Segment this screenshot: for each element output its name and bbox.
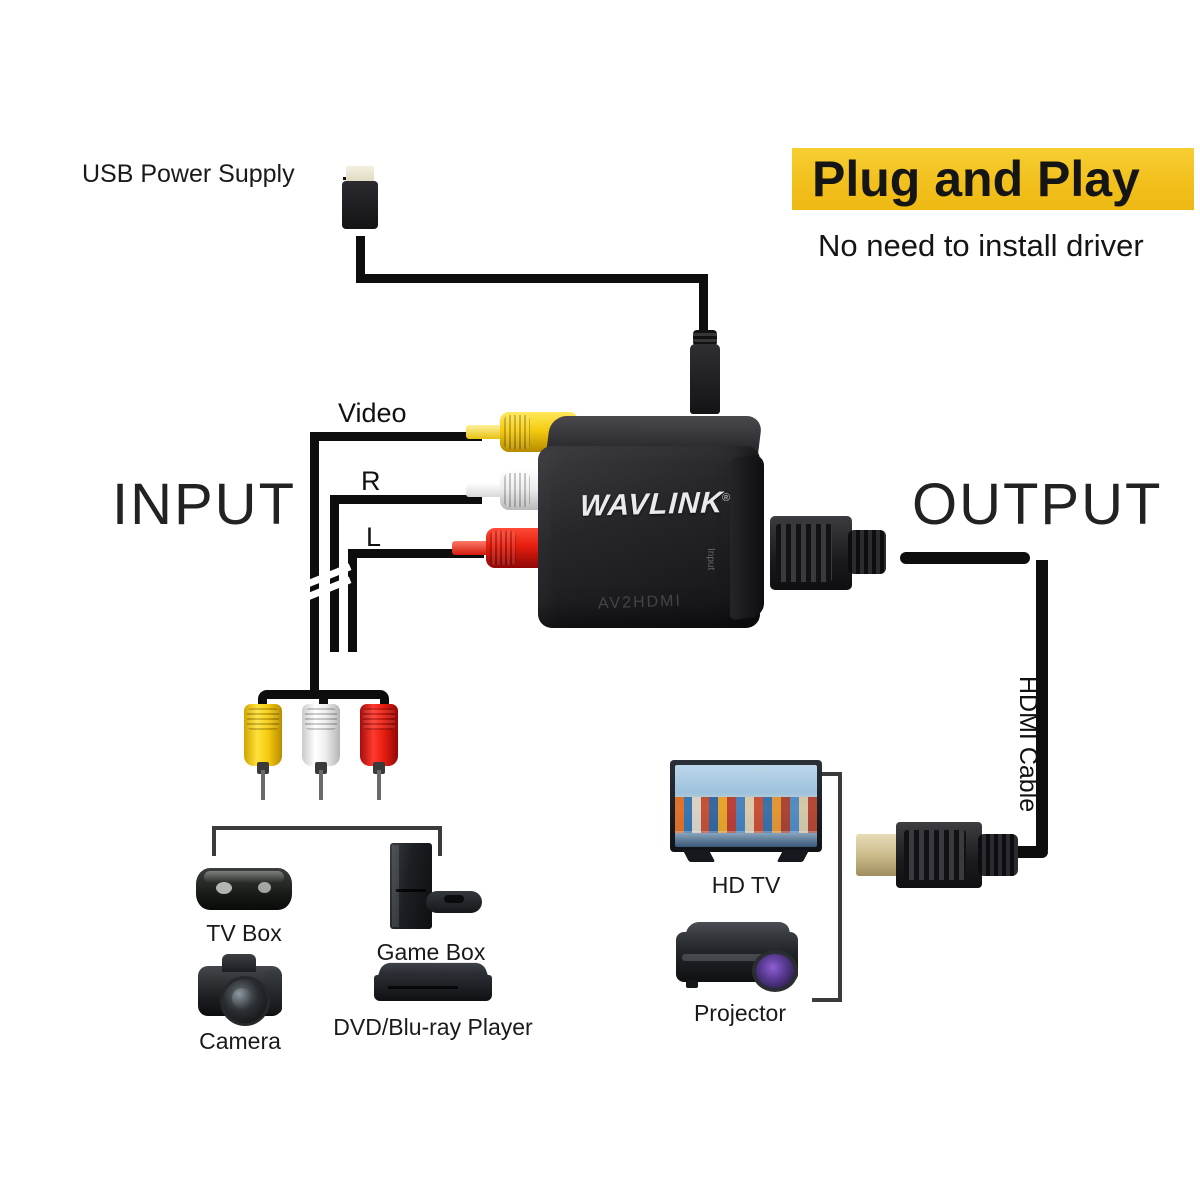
plug-and-play-subtitle: No need to install driver: [818, 228, 1144, 263]
hd-tv-icon: [670, 760, 822, 868]
device-label-tv-box: TV Box: [206, 920, 282, 946]
input-title: INPUT: [112, 472, 296, 537]
camera-icon: [192, 952, 288, 1026]
device-camera: Camera: [180, 952, 300, 1055]
av-to-hdmi-converter: WAVLINK ® Input AV2HDMI: [530, 416, 768, 636]
usb-cable-segment-horizontal: [356, 274, 708, 283]
device-label-hd-tv: HD TV: [711, 872, 781, 898]
tv-box-icon: [196, 862, 292, 914]
device-label-camera: Camera: [199, 1028, 281, 1054]
micro-usb-connector-icon: [690, 330, 720, 422]
converter-brand-label: WAVLINK: [579, 486, 724, 523]
converter-front-face: [538, 446, 760, 628]
plug-and-play-title: Plug and Play: [812, 151, 1140, 207]
input-bracket-left-tick: [212, 826, 216, 856]
device-hd-tv: HD TV: [670, 760, 822, 899]
cable-branch-middle-drop: [319, 690, 328, 716]
device-dvd-player: DVD/Blu-ray Player: [330, 962, 536, 1041]
rca-plug-red-input: [360, 704, 398, 800]
hdmi-plug-display-side: [856, 822, 1022, 888]
converter-side-port-label: Input: [705, 548, 716, 571]
device-game-box: Game Box: [366, 843, 496, 966]
device-label-dvd-player: DVD/Blu-ray Player: [333, 1014, 533, 1040]
usb-cable-segment-vertical: [356, 236, 365, 281]
output-bracket-top-tick: [812, 772, 842, 776]
usb-plug-icon: [340, 166, 382, 242]
input-device-bracket: [212, 826, 442, 830]
cable-branch-right: [327, 690, 389, 699]
left-audio-leader-line: [348, 549, 484, 558]
dvd-player-icon: [374, 962, 492, 1006]
device-label-game-box: Game Box: [376, 939, 486, 965]
left-audio-cable-vertical: [348, 549, 357, 652]
game-box-icon: [376, 843, 486, 935]
cable-branch-left: [258, 690, 320, 699]
right-audio-label: R: [361, 466, 381, 496]
rca-plug-white-input: [302, 704, 340, 800]
device-projector: Projector: [670, 920, 810, 1027]
plug-and-play-banner-background: [792, 148, 1194, 210]
hdmi-plug-converter-side: [770, 516, 886, 590]
hdmi-cable-segment-vertical: [1036, 560, 1048, 850]
converter-trademark-symbol: ®: [722, 492, 731, 504]
right-audio-leader-line: [330, 495, 482, 504]
device-tv-box: TV Box: [186, 862, 302, 947]
projector-icon: [676, 920, 804, 994]
converter-right-face: [730, 453, 764, 621]
output-title: OUTPUT: [912, 472, 1163, 537]
left-audio-label: L: [366, 522, 382, 552]
video-cable-vertical: [310, 432, 319, 652]
video-leader-line: [310, 432, 482, 441]
usb-power-supply-label: USB Power Supply: [82, 160, 295, 188]
rca-plug-yellow-input: [244, 704, 282, 800]
input-bracket-right-tick: [438, 826, 442, 856]
hdmi-cable-segment-horizontal: [900, 552, 1030, 564]
output-bracket-bottom-tick: [812, 998, 842, 1002]
usb-cable-segment-down: [699, 274, 708, 334]
cable-bundle: [310, 640, 319, 696]
converter-model-label: AV2HDMI: [597, 592, 683, 613]
output-device-bracket: [838, 772, 842, 1002]
video-label: Video: [338, 398, 407, 428]
hdmi-cable-label: HDMI Cable: [1014, 676, 1042, 813]
device-label-projector: Projector: [693, 1000, 787, 1026]
